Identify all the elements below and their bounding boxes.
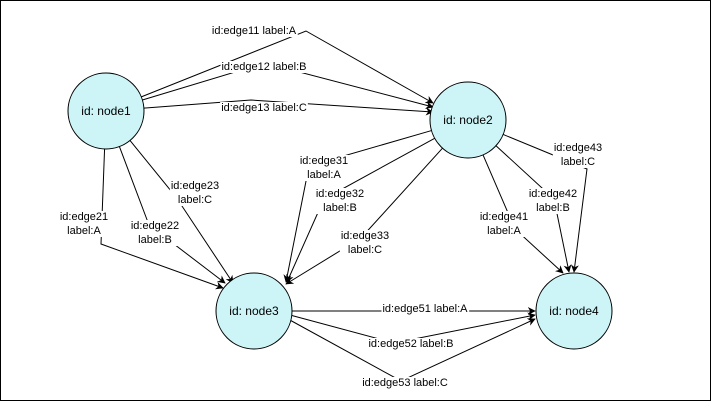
node-label: id: node2 (443, 113, 493, 127)
node-circle (535, 272, 613, 350)
node-node4[interactable]: id: node4 (535, 272, 613, 350)
edge-edge43 (502, 134, 588, 273)
node-label: id: node1 (81, 104, 131, 118)
node-label: id: node4 (549, 304, 599, 318)
edge-edge21 (100, 148, 224, 290)
edge-label-edge13: id:edge13 label:C (220, 102, 308, 114)
node-node3[interactable]: id: node3 (215, 272, 293, 350)
svg-text:id:edge53 label:C: id:edge53 label:C (362, 377, 448, 389)
node-circle (215, 272, 293, 350)
edge-label-edge53: id:edge53 label:C (361, 377, 449, 389)
svg-text:id:edge52 label:B: id:edge52 label:B (368, 338, 453, 350)
edge-label-edge11: id:edge11 label:A (210, 25, 298, 37)
node-circle (429, 81, 507, 159)
svg-text:id:edge11 label:A: id:edge11 label:A (212, 25, 297, 37)
node-node1[interactable]: id: node1 (67, 72, 145, 150)
edge-labels-layer: id:edge11 label:A id:edge12 label:B id:edg… (58, 25, 604, 389)
svg-text:id:edge13 label:C: id:edge13 label:C (221, 102, 307, 114)
svg-text:id:edge12 label:B: id:edge12 label:B (221, 61, 306, 73)
edge-label-edge12: id:edge12 label:B (220, 61, 308, 73)
edge-edge23 (129, 140, 234, 284)
node-node2[interactable]: id: node2 (429, 81, 507, 159)
node-circle (67, 72, 145, 150)
edge-edge22 (118, 146, 226, 284)
edge-edge11 (141, 30, 434, 104)
nodes-layer: id: node1 id: node2 id: node3 id: node4 (67, 72, 613, 350)
node-label: id: node3 (229, 304, 279, 318)
edge-label-edge52: id:edge52 label:B (367, 338, 455, 350)
edge-edge13 (143, 99, 434, 116)
edge-label-edge51: id:edge51 label:A (381, 303, 470, 315)
svg-text:id:edge51 label:A: id:edge51 label:A (382, 303, 468, 315)
